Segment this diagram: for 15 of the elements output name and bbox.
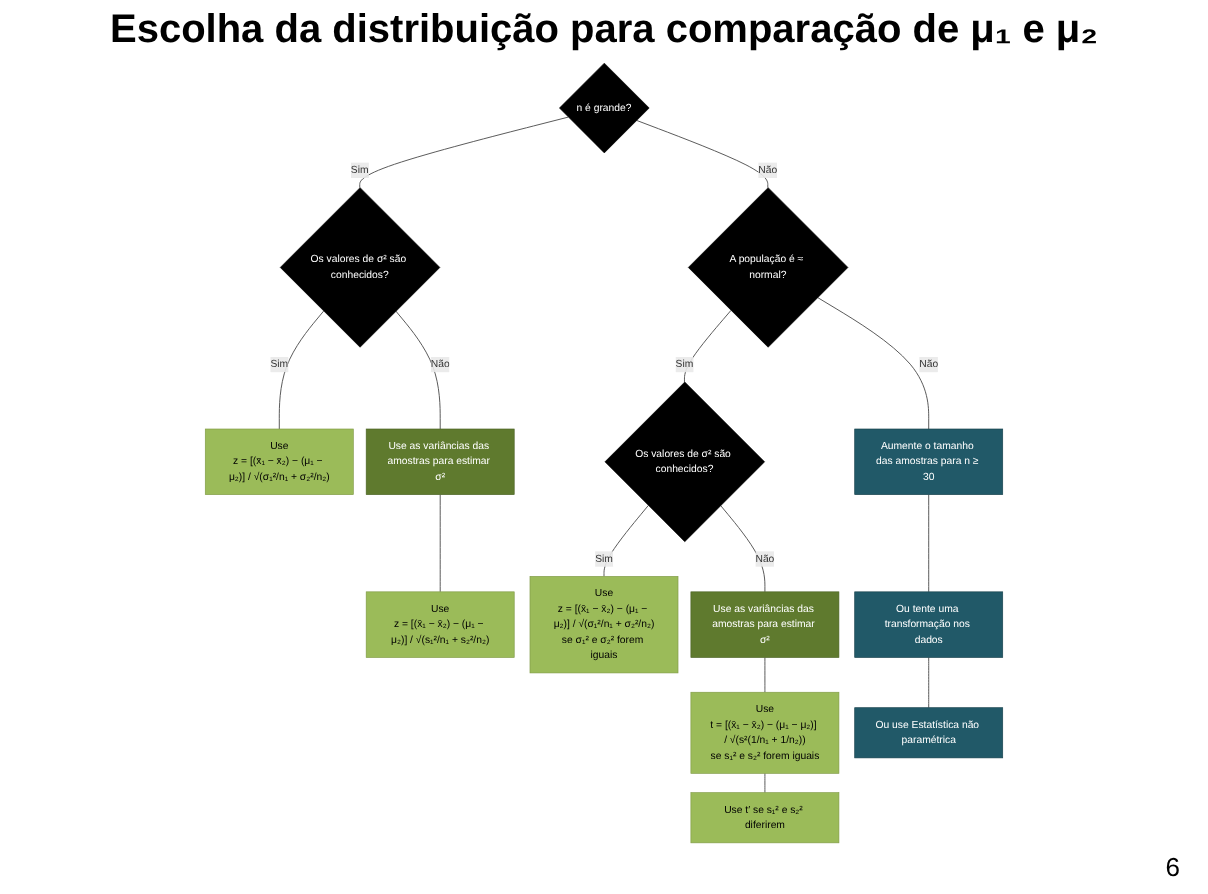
connector (683, 309, 732, 383)
connector (603, 505, 649, 577)
connector (439, 494, 441, 593)
connector (764, 772, 766, 794)
connector (764, 657, 766, 693)
page-number: 6 (1165, 852, 1180, 882)
connector (720, 505, 766, 593)
connector (928, 494, 930, 593)
diagram-title: Escolha da distribuição para comparação de μ₁ e μ₂ (107, 8, 1100, 54)
connector (928, 657, 930, 709)
connector (278, 310, 325, 430)
connector (359, 116, 569, 189)
connector (395, 310, 441, 430)
connector (817, 297, 930, 430)
connector (636, 119, 769, 189)
